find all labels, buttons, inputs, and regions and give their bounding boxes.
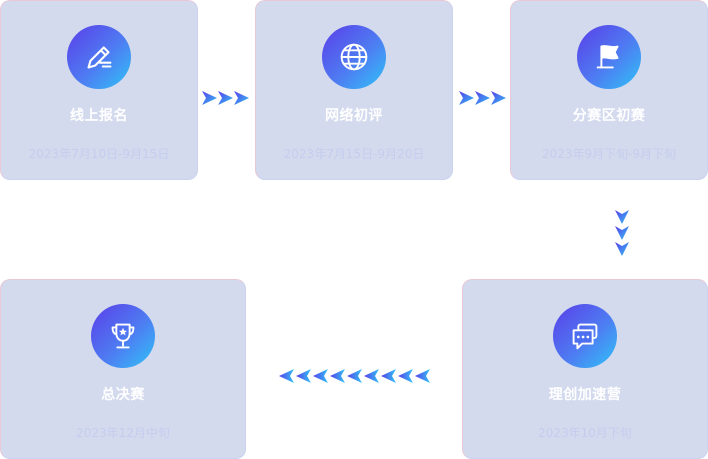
- trophy-icon: [91, 304, 155, 368]
- flow-arrow-left: [279, 368, 431, 384]
- stage-title: 分赛区初赛: [572, 108, 646, 124]
- stage-card-registration: 线上报名 2023年7月10日-9月15日: [0, 0, 198, 180]
- stage-title: 理创加速营: [548, 387, 622, 403]
- stage-card-division-preliminary: 分赛区初赛 2023年9月下旬-9月下旬: [510, 0, 708, 180]
- flow-arrow-right: [459, 90, 507, 106]
- globe-icon: [322, 25, 386, 89]
- stage-date: 2023年12月中旬: [76, 426, 170, 440]
- stage-card-accelerator-camp: 理创加速营 2023年10月下旬: [462, 279, 708, 459]
- stage-date: 2023年7月10日-9月15日: [28, 147, 170, 161]
- stage-title: 网络初评: [325, 108, 383, 124]
- flow-arrow-right: [202, 90, 250, 106]
- stage-title: 总决赛: [101, 387, 145, 403]
- stage-date: 2023年9月下旬-9月下旬: [541, 147, 677, 161]
- chat-icon: [553, 304, 617, 368]
- flag-icon: [577, 25, 641, 89]
- stage-title: 线上报名: [70, 108, 128, 124]
- stage-card-online-review: 网络初评 2023年7月15日-9月20日: [255, 0, 453, 180]
- stage-date: 2023年7月15日-9月20日: [283, 147, 425, 161]
- stage-date: 2023年10月下旬: [538, 426, 632, 440]
- stage-card-finals: 总决赛 2023年12月中旬: [0, 279, 246, 459]
- pencil-icon: [67, 25, 131, 89]
- flow-arrow-down: [614, 210, 630, 258]
